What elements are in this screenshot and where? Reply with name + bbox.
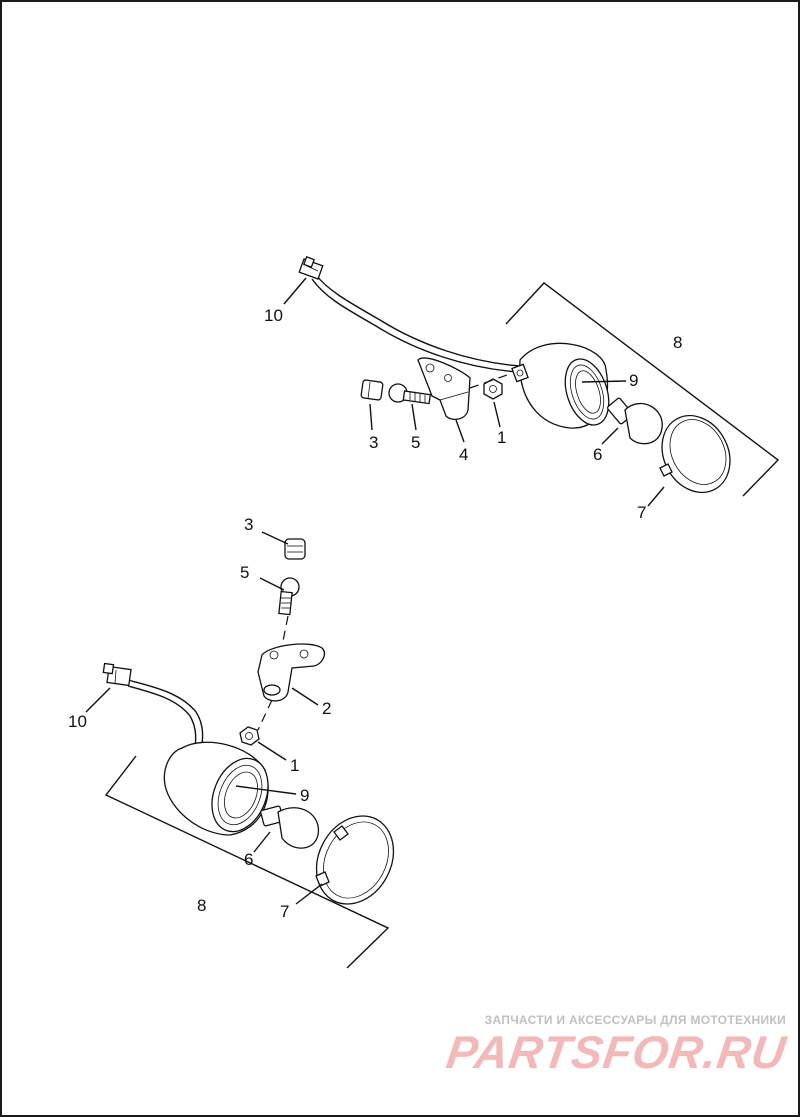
upper-leader-6 — [601, 427, 619, 445]
lower-callout-10: 10 — [68, 712, 87, 731]
upper-leader-3 — [369, 403, 373, 431]
lower-callout-3: 3 — [244, 515, 253, 534]
lower-leader-2 — [291, 687, 319, 706]
upper-mount-bracket — [417, 357, 471, 421]
upper-wire-harness — [298, 256, 521, 373]
lower-leader-3 — [261, 531, 289, 545]
lower-leader-7 — [295, 883, 323, 905]
lower-harness-connector — [102, 662, 132, 687]
lower-hex-nut — [239, 726, 260, 746]
upper-leader-7 — [647, 486, 665, 507]
lower-kit-bracket-line — [104, 755, 390, 969]
upper-leader-1 — [493, 401, 501, 428]
upper-leader-10 — [283, 277, 307, 305]
upper-callout-6: 6 — [593, 445, 602, 464]
upper-callout-8: 8 — [673, 333, 682, 352]
upper-lens — [659, 414, 731, 494]
upper-callout-4: 4 — [459, 445, 468, 464]
lower-callout-6: 6 — [244, 850, 253, 869]
lower-ball-stud — [278, 577, 300, 616]
upper-ball-stud — [388, 383, 432, 405]
lower-callout-9: 9 — [300, 786, 309, 805]
lower-callout-1: 1 — [290, 756, 299, 775]
lower-callout-2: 2 — [322, 699, 331, 718]
upper-leader-5 — [411, 403, 417, 431]
upper-callout-3: 3 — [369, 433, 378, 452]
lower-leader-10 — [85, 687, 111, 713]
upper-callout-1: 1 — [497, 428, 506, 447]
lower-turn-signal-assembly: 3 5 2 10 1 9 6 8 7 — [68, 515, 395, 969]
lower-lens — [315, 815, 395, 905]
upper-harness-connector — [298, 256, 324, 280]
lower-assembly-axis-upper — [281, 615, 289, 647]
upper-assembly-axis — [469, 373, 511, 389]
lower-bulb — [260, 805, 320, 849]
upper-callout-7: 7 — [637, 503, 646, 522]
watermark-logo: PARTSFOR.RU — [443, 1026, 790, 1078]
upper-leader-4 — [455, 419, 465, 443]
lower-leader-1 — [257, 741, 287, 761]
lower-callout-8: 8 — [197, 896, 206, 915]
lower-leader-9 — [235, 785, 297, 795]
lower-wire-harness — [102, 662, 204, 755]
lower-callout-5: 5 — [240, 563, 249, 582]
upper-turn-signal-assembly: 10 8 9 3 5 4 1 6 7 — [264, 256, 780, 522]
upper-leader-9 — [581, 380, 627, 383]
watermark-caption: ЗАПЧАСТИ И АКСЕССУАРЫ ДЛЯ МОТОТЕХНИКИ — [484, 1013, 786, 1027]
upper-callout-5: 5 — [411, 433, 420, 452]
lower-leader-6 — [253, 831, 271, 853]
lower-cap-nut — [284, 538, 306, 560]
lower-callout-7: 7 — [280, 902, 289, 921]
lower-leader-5 — [259, 577, 285, 591]
upper-lamp-housing — [511, 342, 610, 429]
upper-kit-bracket-line — [505, 282, 780, 497]
upper-hex-nut — [483, 378, 503, 400]
upper-cap-nut — [360, 379, 384, 401]
watermark: ЗАПЧАСТИ И АКСЕССУАРЫ ДЛЯ МОТОТЕХНИКИ PA… — [443, 1013, 789, 1078]
upper-callout-10: 10 — [264, 306, 283, 325]
lower-lamp-housing — [163, 741, 269, 836]
lower-assembly-axis-lower — [257, 699, 273, 731]
lower-mount-bracket — [257, 643, 326, 702]
upper-callout-9: 9 — [629, 371, 638, 390]
upper-bulb — [606, 397, 663, 445]
